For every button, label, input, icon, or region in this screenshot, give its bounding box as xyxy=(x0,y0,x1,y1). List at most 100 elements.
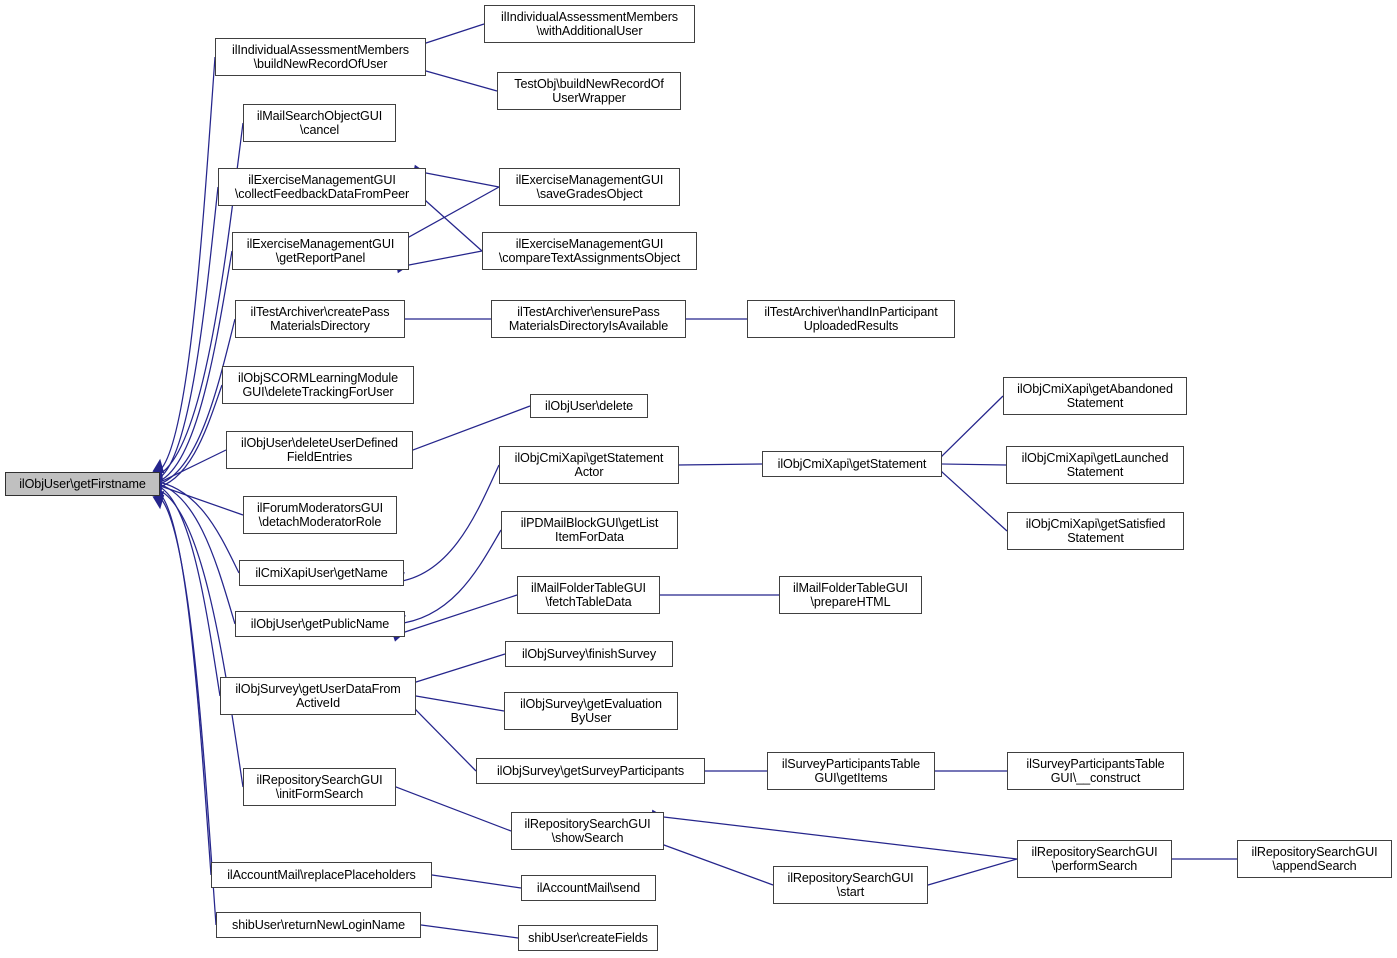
graph-node-label: ilMailFolderTableGUI \prepareHTML xyxy=(793,580,908,609)
graph-node-label: ilObjSurvey\getUserDataFrom ActiveId xyxy=(235,681,401,710)
graph-node-label: ilObjCmiXapi\getStatement Actor xyxy=(514,450,664,479)
graph-node-label: ilObjCmiXapi\getLaunched Statement xyxy=(1021,450,1169,479)
graph-node[interactable]: ilRepositorySearchGUI \performSearch xyxy=(1017,840,1172,878)
graph-node-label: ilAccountMail\send xyxy=(536,880,641,895)
graph-node-label: ilObjUser\getPublicName xyxy=(250,616,390,631)
graph-node[interactable]: ilSurveyParticipantsTable GUI\getItems xyxy=(767,752,935,790)
graph-node-label: ilRepositorySearchGUI \showSearch xyxy=(524,816,651,845)
graph-node-label: ilSurveyParticipantsTable GUI\__construc… xyxy=(1026,756,1165,785)
graph-node-label: ilSurveyParticipantsTable GUI\getItems xyxy=(781,756,921,785)
graph-node[interactable]: ilTestArchiver\createPass MaterialsDirec… xyxy=(235,300,405,338)
graph-node-label: ilObjUser\getFirstname xyxy=(19,476,146,491)
graph-node-label: ilAccountMail\replacePlaceholders xyxy=(227,867,416,882)
graph-node[interactable]: ilObjCmiXapi\getStatement xyxy=(762,451,942,477)
graph-node-label: ilObjUser\deleteUserDefined FieldEntries xyxy=(241,435,398,464)
graph-edge xyxy=(392,313,491,325)
graph-node[interactable]: ilMailFolderTableGUI \fetchTableData xyxy=(517,576,660,614)
graph-node-label: ilMailFolderTableGUI \fetchTableData xyxy=(531,580,646,609)
graph-node[interactable]: TestObj\buildNewRecordOf UserWrapper xyxy=(497,72,681,110)
graph-edge xyxy=(395,250,483,274)
graph-edge xyxy=(922,765,1007,777)
graph-node[interactable]: ilMailFolderTableGUI \prepareHTML xyxy=(779,576,922,614)
graph-node[interactable]: ilRepositorySearchGUI \showSearch xyxy=(511,812,664,850)
graph-node[interactable]: ilMailSearchObjectGUI \cancel xyxy=(243,104,396,142)
graph-node-label: ilObjUser\delete xyxy=(545,398,633,413)
graph-edge xyxy=(666,459,763,472)
graph-node-label: shibUser\returnNewLoginName xyxy=(232,917,405,932)
graph-node[interactable]: ilObjUser\deleteUserDefined FieldEntries xyxy=(226,431,413,469)
graph-node[interactable]: ilExerciseManagementGUI \compareTextAssi… xyxy=(482,232,697,270)
graph-node[interactable]: ilObjCmiXapi\getStatement Actor xyxy=(499,446,679,484)
graph-node[interactable]: ilRepositorySearchGUI \start xyxy=(773,866,928,904)
graph-node-label: ilPDMailBlockGUI\getList ItemForData xyxy=(520,515,659,544)
graph-node-label: ilObjCmiXapi\getSatisfied Statement xyxy=(1025,516,1166,545)
graph-node-root[interactable]: ilObjUser\getFirstname xyxy=(5,472,160,496)
graph-edge xyxy=(412,164,500,188)
graph-edge xyxy=(402,653,506,692)
graph-node[interactable]: ilAccountMail\send xyxy=(521,875,656,901)
graph-node[interactable]: ilObjCmiXapi\getLaunched Statement xyxy=(1006,446,1184,484)
graph-node[interactable]: ilIndividualAssessmentMembers \withAddit… xyxy=(484,5,695,43)
graph-node-label: ilTestArchiver\createPass MaterialsDirec… xyxy=(250,304,390,333)
graph-edge xyxy=(150,250,233,485)
graph-node-label: ilForumModeratorsGUI \detachModeratorRol… xyxy=(256,500,384,529)
graph-node[interactable]: shibUser\createFields xyxy=(518,925,658,951)
graph-node[interactable]: ilRepositorySearchGUI \appendSearch xyxy=(1237,840,1392,878)
graph-edge xyxy=(382,776,512,832)
graph-node[interactable]: ilObjSurvey\getSurveyParticipants xyxy=(476,758,705,784)
graph-node-label: ilRepositorySearchGUI \appendSearch xyxy=(1251,844,1378,873)
graph-node-label: ilTestArchiver\ensurePass MaterialsDirec… xyxy=(508,304,669,333)
graph-edge xyxy=(391,594,518,642)
graph-edge xyxy=(152,494,217,926)
graph-node-label: ilObjCmiXapi\getStatement xyxy=(777,456,927,471)
graph-node[interactable]: ilForumModeratorsGUI \detachModeratorRol… xyxy=(243,496,397,534)
graph-node-label: ilIndividualAssessmentMembers \buildNewR… xyxy=(232,42,409,71)
graph-node-label: ilObjSurvey\getSurveyParticipants xyxy=(496,763,685,778)
graph-edge xyxy=(647,589,779,601)
graph-node-label: ilRepositorySearchGUI \start xyxy=(787,870,914,899)
graph-node[interactable]: ilObjSurvey\getEvaluation ByUser xyxy=(504,692,678,730)
graph-edge xyxy=(407,917,519,939)
graph-node-label: ilCmiXapiUser\getName xyxy=(255,565,388,580)
graph-node[interactable]: ilIndividualAssessmentMembers \buildNewR… xyxy=(215,38,426,76)
graph-node[interactable]: ilObjSurvey\finishSurvey xyxy=(505,641,673,667)
graph-node-label: TestObj\buildNewRecordOf UserWrapper xyxy=(514,76,664,105)
graph-node-label: ilTestArchiver\handInParticipant Uploade… xyxy=(764,304,938,333)
graph-node[interactable]: ilRepositorySearchGUI \initFormSearch xyxy=(243,768,396,806)
graph-node[interactable]: ilSurveyParticipantsTable GUI\__construc… xyxy=(1007,752,1184,790)
graph-node-label: ilObjCmiXapi\getAbandoned Statement xyxy=(1017,381,1173,410)
graph-node[interactable]: ilObjSCORMLearningModule GUI\deleteTrack… xyxy=(222,366,414,404)
graph-node-label: ilExerciseManagementGUI \getReportPanel xyxy=(246,236,395,265)
graph-node[interactable]: ilExerciseManagementGUI \collectFeedback… xyxy=(218,168,426,206)
graph-node[interactable]: ilCmiXapiUser\getName xyxy=(239,560,404,586)
graph-edge xyxy=(914,858,1018,895)
graph-edge xyxy=(150,483,221,697)
graph-node-label: ilIndividualAssessmentMembers \withAddit… xyxy=(501,9,678,38)
graph-edge xyxy=(152,491,212,876)
graph-edge xyxy=(150,486,244,788)
graph-node[interactable]: shibUser\returnNewLoginName xyxy=(216,912,421,938)
graph-edge xyxy=(148,479,236,625)
graph-node[interactable]: ilPDMailBlockGUI\getList ItemForData xyxy=(501,511,678,549)
graph-node-label: shibUser\createFields xyxy=(528,930,648,945)
graph-node[interactable]: ilExerciseManagementGUI \getReportPanel xyxy=(232,232,409,270)
graph-edge xyxy=(391,529,502,629)
graph-node[interactable]: ilTestArchiver\ensurePass MaterialsDirec… xyxy=(491,300,686,338)
graph-node-label: ilRepositorySearchGUI \performSearch xyxy=(1031,844,1158,873)
graph-node[interactable]: ilAccountMail\replacePlaceholders xyxy=(211,862,432,888)
graph-node[interactable]: ilObjUser\getPublicName xyxy=(235,611,405,637)
graph-node[interactable]: ilObjSurvey\getUserDataFrom ActiveId xyxy=(220,677,416,715)
graph-node[interactable]: ilObjUser\delete xyxy=(530,394,648,418)
graph-node-label: ilRepositorySearchGUI \initFormSearch xyxy=(256,772,383,801)
graph-edge xyxy=(650,835,774,886)
graph-node-label: ilObjSurvey\finishSurvey xyxy=(521,646,657,661)
graph-node[interactable]: ilExerciseManagementGUI \saveGradesObjec… xyxy=(499,168,680,206)
graph-edge xyxy=(650,809,1018,860)
graph-edge xyxy=(402,688,505,712)
graph-edge xyxy=(146,476,244,516)
graph-node[interactable]: ilObjCmiXapi\getSatisfied Statement xyxy=(1007,512,1184,550)
graph-node[interactable]: ilObjCmiXapi\getAbandoned Statement xyxy=(1003,377,1187,415)
graph-node-label: ilExerciseManagementGUI \collectFeedback… xyxy=(234,172,410,201)
graph-node[interactable]: ilTestArchiver\handInParticipant Uploade… xyxy=(747,300,955,338)
